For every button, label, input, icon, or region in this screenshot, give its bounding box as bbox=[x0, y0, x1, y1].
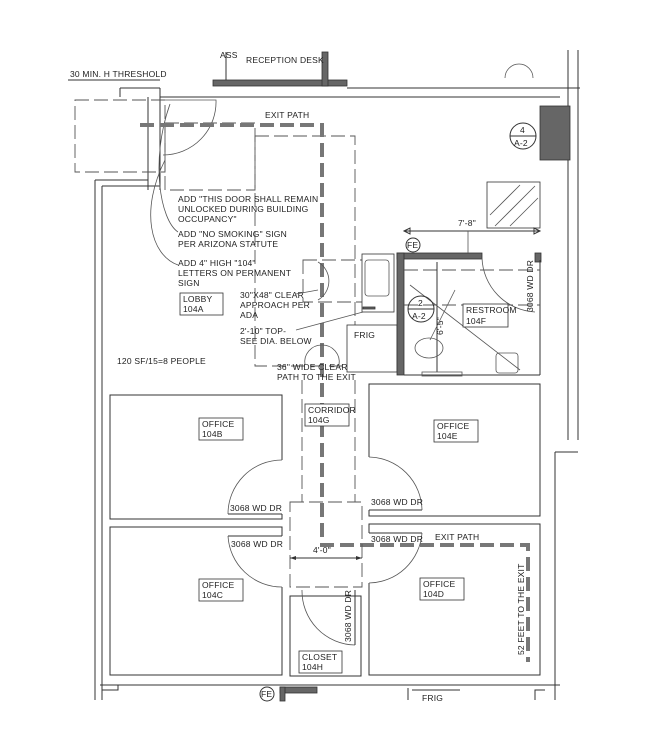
note-line: SEE DIA. BELOW bbox=[240, 336, 312, 346]
restroom-width-dimension: 7'-8" bbox=[458, 218, 476, 228]
frig-label-bottom: FRIG bbox=[422, 693, 443, 703]
threshold-label: 30 MIN. H THRESHOLD bbox=[70, 69, 167, 79]
svg-text:104B: 104B bbox=[202, 429, 223, 439]
note-line: SIGN bbox=[178, 278, 200, 288]
exit-distance-label: 52 FEET TO THE EXIT bbox=[516, 563, 526, 655]
svg-text:104E: 104E bbox=[437, 431, 458, 441]
kitchenette bbox=[302, 253, 398, 373]
room-tag-office-e: OFFICE 104E bbox=[433, 419, 479, 443]
svg-text:104G: 104G bbox=[308, 415, 330, 425]
room-name: RESTROOM bbox=[466, 305, 517, 315]
marker-number: 4 bbox=[520, 125, 525, 135]
room-tag-closet: CLOSET 104H bbox=[298, 650, 343, 674]
svg-text:CORRIDOR: CORRIDOR bbox=[308, 405, 356, 415]
note-line: ADD 4" HIGH "104" bbox=[178, 258, 256, 268]
note-line: PATH TO THE EXIT bbox=[277, 372, 356, 382]
room-tag-corridor: CORRIDOR 104G bbox=[304, 403, 356, 427]
frig-label: FRIG bbox=[354, 330, 375, 340]
exit-path-line bbox=[140, 123, 530, 662]
svg-text:CLOSET: CLOSET bbox=[302, 652, 337, 662]
door-tag-office-b: 3068 WD DR bbox=[230, 503, 282, 513]
exit-path-label-top: EXIT PATH bbox=[265, 110, 309, 120]
room-number: 104A bbox=[183, 304, 204, 314]
room-number: 104F bbox=[466, 316, 486, 326]
svg-text:OFFICE: OFFICE bbox=[423, 579, 455, 589]
section-marker-2: 2 A-2 bbox=[407, 295, 435, 323]
svg-text:OFFICE: OFFICE bbox=[202, 580, 234, 590]
bottom-walls bbox=[100, 684, 560, 702]
note-line: ADD "THIS DOOR SHALL REMAIN bbox=[178, 194, 318, 204]
restroom-tag bbox=[462, 303, 509, 328]
svg-text:104D: 104D bbox=[423, 589, 444, 599]
svg-text:FE: FE bbox=[261, 689, 272, 699]
svg-text:OFFICE: OFFICE bbox=[202, 419, 234, 429]
office-walls bbox=[109, 380, 541, 677]
svg-text:2'-10" TOP-SEE DIA. BELOW: 2'-10" TOP-SEE DIA. BELOW bbox=[240, 326, 312, 346]
room-tag-office-d: OFFICE 104D bbox=[419, 577, 465, 601]
room-tag-office-c: OFFICE 104C bbox=[198, 578, 244, 602]
note-line: ADA bbox=[240, 310, 258, 320]
svg-text:104H: 104H bbox=[302, 662, 323, 672]
note-line: ADD "NO SMOKING" SIGN bbox=[178, 229, 287, 239]
svg-text:OFFICE: OFFICE bbox=[437, 421, 469, 431]
marker-sheet: A-2 bbox=[412, 311, 426, 321]
svg-text:104C: 104C bbox=[202, 590, 223, 600]
reception-desk-label: RECEPTION DESK bbox=[246, 55, 324, 65]
fe-label: FE bbox=[407, 240, 418, 250]
door-tag-office-d: 3068 WD DR bbox=[371, 534, 423, 544]
note-line: UNLOCKED DURING BUILDING bbox=[178, 204, 308, 214]
note-line: 36" WIDE CLEAR bbox=[277, 362, 348, 372]
top-walls bbox=[68, 50, 580, 700]
marker-sheet: A-2 bbox=[514, 138, 528, 148]
fe-marker-restroom: FE bbox=[405, 237, 421, 253]
occupancy-label: 120 SF/15=8 PEOPLE bbox=[117, 356, 206, 366]
marker-number: 2 bbox=[418, 298, 423, 308]
svg-text:ADD 4" HIGH "104"LETTERS ON PE: ADD 4" HIGH "104"LETTERS ON PERMANENTSIG… bbox=[178, 258, 291, 288]
note-line: 2'-10" TOP- bbox=[240, 326, 286, 336]
section-marker-4: 4 A-2 bbox=[509, 122, 537, 150]
restroom bbox=[396, 181, 542, 377]
restroom-door-tag: 3068 WD DR bbox=[525, 260, 535, 312]
partial-label: ASS bbox=[220, 50, 238, 60]
note-line: OCCUPANCY" bbox=[178, 214, 237, 224]
fe-marker-bottom: FE bbox=[259, 686, 275, 702]
exit-path-label-bottom: EXIT PATH bbox=[435, 532, 479, 542]
corridor-width-dimension: 4'-0" bbox=[313, 545, 331, 555]
room-tag-office-b: OFFICE 104B bbox=[198, 417, 244, 441]
note-line: LETTERS ON PERMANENT bbox=[178, 268, 291, 278]
lobby-tag bbox=[179, 292, 224, 316]
room-name: LOBBY bbox=[183, 294, 212, 304]
door-tag-closet: 3068 WD DR bbox=[343, 590, 353, 642]
note-line: PER ARIZONA STATUTE bbox=[178, 239, 278, 249]
door-tag-office-e: 3068 WD DR bbox=[371, 497, 423, 507]
restroom-depth-dimension: 6'-5" bbox=[435, 317, 445, 335]
door-tag-office-c: 3068 WD DR bbox=[231, 539, 283, 549]
note-line: APPROACH PER bbox=[240, 300, 310, 310]
note-line: 30"X48" CLEAR bbox=[240, 290, 304, 300]
